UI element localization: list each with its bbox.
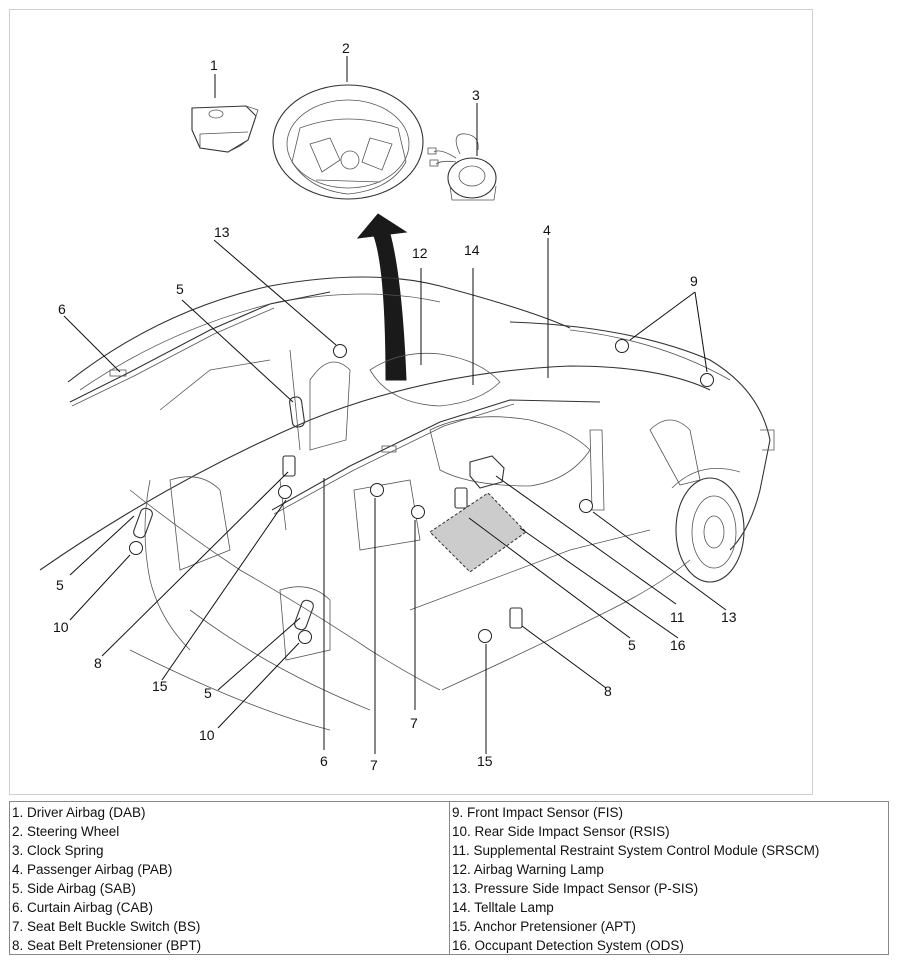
- callout-label: 15: [152, 678, 168, 694]
- callout-label: 6: [320, 753, 328, 769]
- rear-side-impact-sensor-marker: [298, 630, 312, 644]
- callout-label: 5: [56, 577, 64, 593]
- callout-label: 4: [543, 222, 551, 238]
- callout-label: 13: [721, 609, 737, 625]
- legend-item: 5. Side Airbag (SAB): [12, 881, 136, 896]
- clock-spring-drawing: [427, 133, 497, 201]
- legend-item: 3. Clock Spring: [12, 843, 104, 858]
- sensor-markers: [129, 339, 714, 644]
- legend-item: 6. Curtain Airbag (CAB): [12, 900, 154, 915]
- callout-label: 3: [472, 87, 480, 103]
- anchor-pretensioner-marker: [478, 629, 492, 643]
- leader-lines: [63, 56, 727, 754]
- seat-belt-buckle-switch-marker: [411, 505, 425, 519]
- side-airbag-drawing: [133, 396, 314, 631]
- legend-item: 8. Seat Belt Pretensioner (BPT): [12, 938, 202, 953]
- callout-label: 9: [690, 273, 698, 289]
- legend-column-left: 1. Driver Airbag (DAB) 2. Steering Wheel…: [10, 802, 449, 954]
- callout-label: 5: [176, 281, 184, 297]
- legend-item: 13. Pressure Side Impact Sensor (P-SIS): [452, 881, 699, 896]
- srs-component-diagram: 1 2 3 4 5 6 13 12 14 9 5 10 8 15 5 10 6 …: [39, 40, 775, 773]
- callout-label: 8: [604, 683, 612, 699]
- callout-label: 7: [410, 715, 418, 731]
- callout-label: 16: [670, 637, 686, 653]
- curved-arrow-icon: [356, 213, 408, 381]
- legend-item: 16. Occupant Detection System (ODS): [452, 938, 684, 953]
- legend-item: 4. Passenger Airbag (PAB): [12, 862, 173, 877]
- legend-item: 11. Supplemental Restraint System Contro…: [452, 843, 820, 858]
- callout-label: 7: [370, 757, 378, 773]
- legend-item: 14. Telltale Lamp: [452, 900, 554, 915]
- diagram-frame: 1 2 3 4 5 6 13 12 14 9 5 10 8 15 5 10 6 …: [9, 9, 813, 795]
- anchor-pretensioner-marker: [278, 485, 292, 499]
- car-body-drawing: [39, 276, 775, 731]
- srscm-module-drawing: [469, 455, 505, 489]
- callout-label: 10: [53, 619, 69, 635]
- driver-airbag-drawing: [191, 105, 259, 153]
- legend-item: 7. Seat Belt Buckle Switch (BS): [12, 919, 201, 934]
- legend-item: 12. Airbag Warning Lamp: [452, 862, 604, 877]
- buckle-switch-drawing: [282, 455, 523, 629]
- callout-label: 12: [412, 245, 428, 261]
- front-impact-sensor-marker: [615, 339, 629, 353]
- callout-label: 8: [94, 655, 102, 671]
- ods-mat-drawing: [429, 492, 527, 573]
- legend-item: 2. Steering Wheel: [12, 824, 120, 839]
- callout-label: 5: [628, 637, 636, 653]
- callout-label: 11: [670, 609, 685, 625]
- callout-label: 6: [58, 301, 66, 317]
- callout-label: 2: [342, 40, 350, 56]
- legend-item: 1. Driver Airbag (DAB): [12, 805, 146, 820]
- pressure-side-impact-sensor-marker: [579, 499, 593, 513]
- callout-label: 10: [199, 727, 215, 743]
- legend-column-right: 9. Front Impact Sensor (FIS) 10. Rear Si…: [449, 802, 888, 954]
- steering-wheel-drawing: [272, 84, 424, 200]
- pressure-side-impact-sensor-marker: [333, 344, 347, 358]
- callout-label: 15: [477, 753, 493, 769]
- callout-label: 1: [210, 57, 218, 73]
- legend-item: 10. Rear Side Impact Sensor (RSIS): [452, 824, 670, 839]
- rear-side-impact-sensor-marker: [129, 541, 143, 555]
- callout-label: 5: [204, 685, 212, 701]
- callout-label: 13: [214, 224, 230, 240]
- legend-item: 15. Anchor Pretensioner (APT): [452, 919, 636, 934]
- front-impact-sensor-marker: [700, 373, 714, 387]
- legend-table: 1. Driver Airbag (DAB) 2. Steering Wheel…: [9, 801, 889, 955]
- callout-labels: 1 2 3 4 5 6 13 12 14 9 5 10 8 15 5 10 6 …: [53, 40, 737, 773]
- callout-label: 14: [464, 242, 480, 258]
- seat-belt-buckle-switch-marker: [370, 483, 384, 497]
- legend-item: 9. Front Impact Sensor (FIS): [452, 805, 624, 820]
